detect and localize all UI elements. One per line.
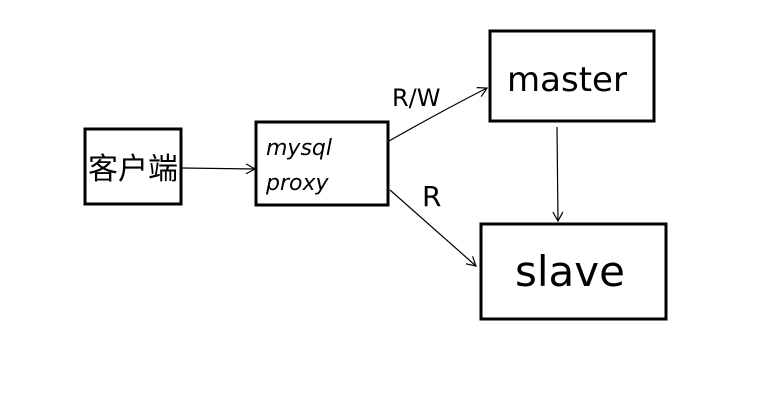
- edge-proxy-to-master-label: R/W: [392, 84, 441, 112]
- client-box: [83, 127, 183, 206]
- edge-client-to-proxy: [181, 163, 257, 175]
- slave-label: slave: [515, 247, 625, 296]
- master-label: master: [507, 60, 627, 100]
- edge-proxy-to-slave-label: R: [422, 180, 441, 213]
- client-label: 客户端: [88, 152, 178, 187]
- edge-master-to-slave: [552, 126, 564, 223]
- proxy-node: mysql proxy: [254, 120, 390, 207]
- edge-proxy-to-slave: [389, 189, 477, 267]
- proxy-box: [254, 120, 390, 207]
- slave-box: [479, 222, 668, 321]
- proxy-label-line2: proxy: [265, 171, 329, 196]
- master-node: master: [488, 29, 656, 123]
- master-box: [488, 29, 656, 123]
- slave-node: slave: [479, 222, 668, 321]
- proxy-label-line1: mysql: [266, 136, 332, 161]
- edge-proxy-to-master: [388, 87, 489, 142]
- client-node: 客户端: [83, 127, 183, 206]
